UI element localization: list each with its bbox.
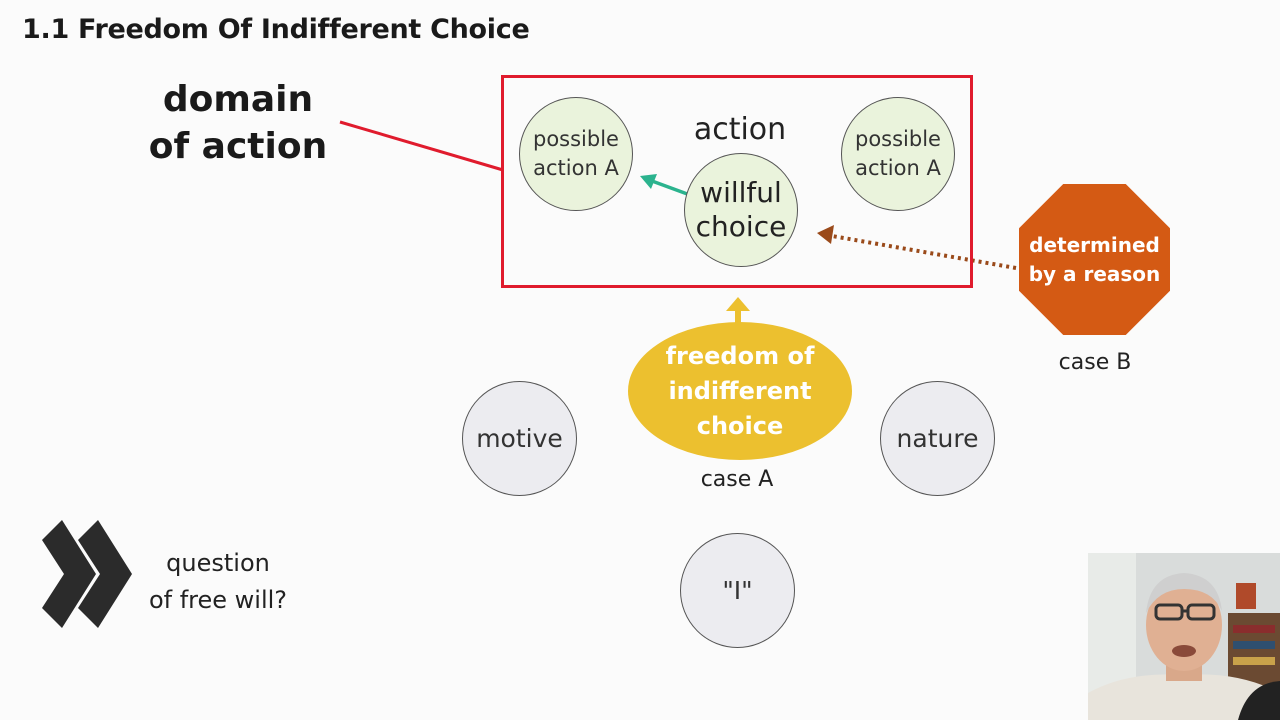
- domain-of-action-frame: [501, 75, 973, 288]
- domain-of-action-label: domain of action: [128, 76, 348, 170]
- possible-right-line2: action A: [855, 156, 941, 180]
- reason-dotted-arrow: [817, 225, 1017, 270]
- willful-line2: choice: [695, 210, 787, 243]
- freedom-up-arrow: [726, 297, 750, 324]
- possible-left-line2: action A: [533, 156, 619, 180]
- domain-pointer-line: [339, 120, 504, 172]
- self-circle: "I": [680, 533, 795, 648]
- self-label: "I": [722, 576, 753, 605]
- nature-circle: nature: [880, 381, 995, 496]
- possible-action-right-circle: possible action A: [841, 97, 955, 211]
- nature-label: nature: [896, 424, 979, 453]
- possible-action-left-circle: possible action A: [519, 97, 633, 211]
- presenter-video: [1088, 553, 1280, 720]
- case-b-label: case B: [1058, 350, 1132, 375]
- willful-to-possible-arrow: [640, 174, 691, 197]
- action-label: action: [693, 112, 787, 147]
- motive-circle: motive: [462, 381, 577, 496]
- willful-choice-circle: willful choice: [684, 153, 798, 267]
- reason-line1: determined: [1029, 232, 1160, 257]
- possible-right-line1: possible: [855, 127, 941, 151]
- determined-by-reason-octagon: determined by a reason: [1019, 184, 1170, 335]
- double-chevron-right-icon: [42, 520, 132, 628]
- willful-line1: willful: [700, 176, 782, 209]
- slide-title: 1.1 Freedom Of Indifferent Choice: [22, 14, 530, 45]
- domain-label-line2: of action: [148, 126, 328, 167]
- freedom-of-indifferent-choice-ellipse: freedom of indifferent choice: [628, 322, 852, 460]
- domain-label-line1: domain: [162, 79, 314, 120]
- question-line1: question: [166, 549, 270, 577]
- freedom-line2: indifferent: [668, 376, 812, 405]
- motive-label: motive: [476, 424, 563, 453]
- question-of-free-will: question of free will?: [124, 545, 312, 619]
- freedom-line3: choice: [696, 411, 784, 440]
- case-a-label: case A: [700, 467, 774, 492]
- possible-left-line1: possible: [533, 127, 619, 151]
- freedom-line1: freedom of: [665, 341, 815, 370]
- question-line2: of free will?: [148, 586, 288, 614]
- presenter-illustration: [1088, 553, 1280, 720]
- reason-line2: by a reason: [1028, 261, 1161, 286]
